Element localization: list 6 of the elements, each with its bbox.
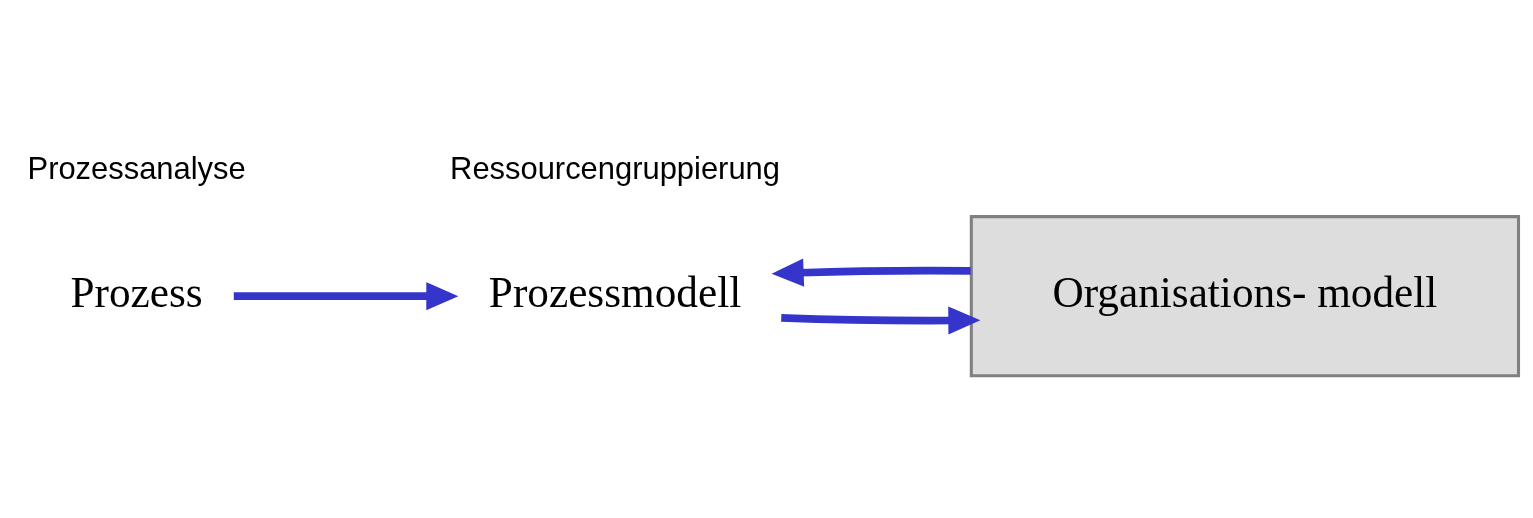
label: Prozessanalyse: [27, 150, 246, 186]
node-box: Organisations- modell: [969, 214, 1521, 377]
arrow: [771, 258, 971, 287]
label: Ressourcengruppierung: [450, 150, 780, 186]
node-text: Prozessmodell: [488, 267, 742, 316]
node-text: Prozess: [70, 267, 203, 316]
